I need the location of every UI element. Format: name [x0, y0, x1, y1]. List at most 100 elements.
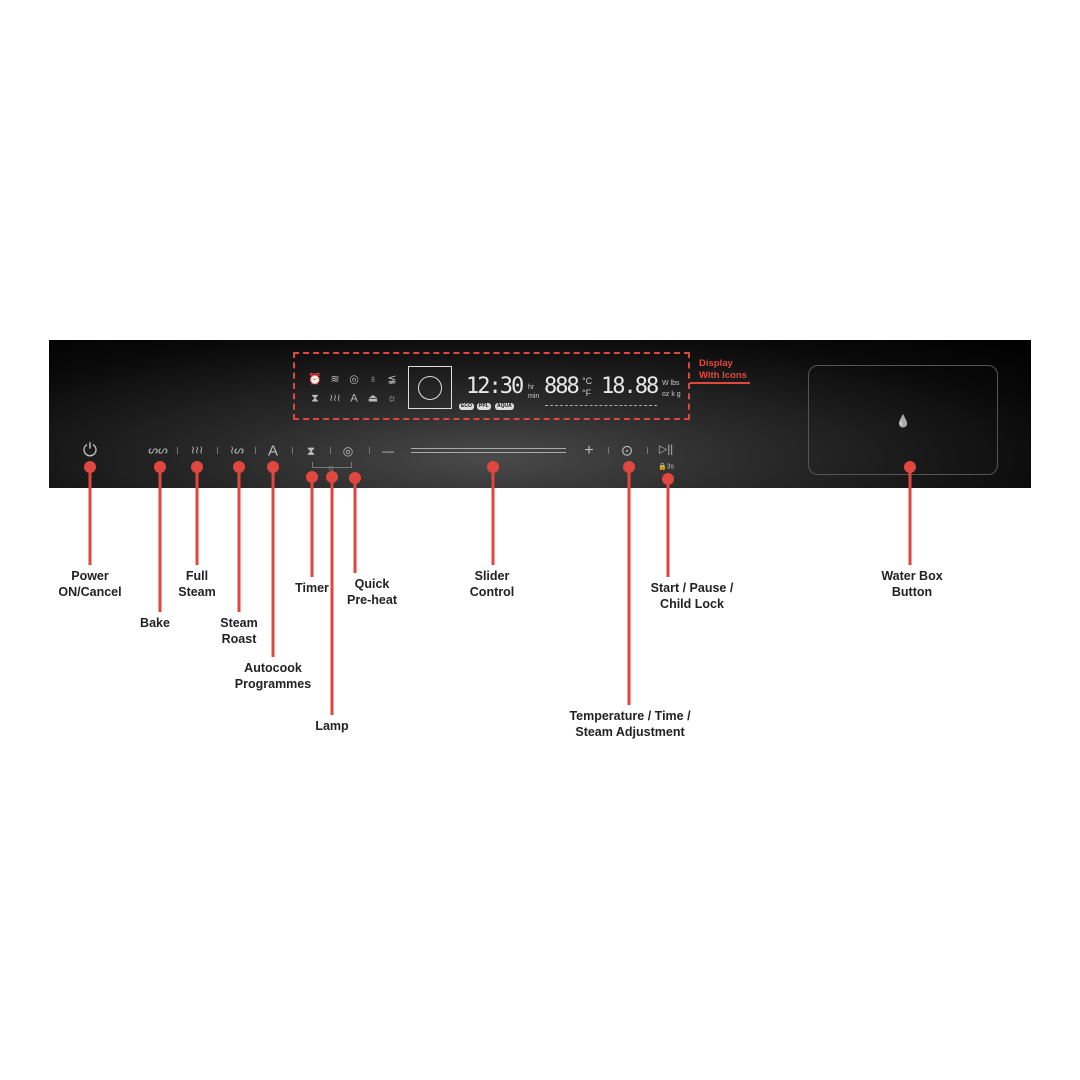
- start-pause-callout-line: [666, 479, 670, 577]
- water-box-label-line1: Water Box: [881, 569, 943, 583]
- bake-callout-dot: [154, 461, 166, 473]
- tray-icon: ⏏: [367, 392, 379, 405]
- full-steam-callout-dot: [191, 461, 203, 473]
- quick-preheat-icon[interactable]: ◎: [342, 444, 354, 458]
- start-pause-label-line1: Start / Pause /: [650, 581, 734, 595]
- drop-icon: ♁: [368, 373, 378, 386]
- timer-callout-line: [310, 477, 314, 577]
- divider: [292, 447, 293, 454]
- autocook-callout-line: [271, 467, 275, 657]
- full-steam-label-line2: Steam: [178, 585, 216, 599]
- slider-callout-line: [491, 467, 495, 565]
- temperature-readout: 888: [544, 374, 580, 399]
- steam-waves-icon: ≋: [330, 373, 340, 386]
- time-readout: 12:30: [466, 374, 524, 399]
- adjustment-label-line2: Steam Adjustment: [575, 725, 685, 739]
- aqua-badge: AQUA: [495, 403, 514, 410]
- autocook-label-line2: Programmes: [234, 677, 312, 691]
- lamp-callout-dot: [326, 471, 338, 483]
- start-pause-callout-dot: [662, 473, 674, 485]
- slider-callout-dot: [487, 461, 499, 473]
- min-unit: min: [528, 393, 540, 400]
- lamp-label: Lamp: [315, 718, 348, 734]
- display-label-line1: Display: [699, 358, 733, 369]
- timer-label-line1: Timer: [295, 581, 329, 595]
- quick-preheat-callout-line: [353, 478, 357, 573]
- quick-preheat-label-line1: Quick: [354, 577, 390, 591]
- display-area: [293, 352, 690, 420]
- weight-readout: 18.88: [601, 374, 659, 399]
- divider: [217, 447, 218, 454]
- steam-roast-icon[interactable]: ≀ᔕ: [230, 444, 244, 457]
- lamp-display-icon: ☼: [386, 392, 398, 405]
- alarm-icon: ⏰: [308, 373, 322, 386]
- full-steam-callout-line: [195, 467, 199, 565]
- divider: [608, 447, 609, 454]
- steam-roast-callout-dot: [233, 461, 245, 473]
- minus-icon[interactable]: —: [382, 444, 394, 458]
- slider-label-line1: Slider: [474, 569, 510, 583]
- timer-icon[interactable]: ⧗: [306, 444, 316, 458]
- divider: [255, 447, 256, 454]
- autocook-callout-dot: [267, 461, 279, 473]
- plus-icon[interactable]: +: [584, 442, 594, 459]
- adjustment-callout-dot: [623, 461, 635, 473]
- child-lock-icon: 🔒3s: [657, 463, 675, 471]
- timer-icon: ⧗: [311, 392, 319, 405]
- bake-label-line1: Bake: [140, 616, 170, 630]
- slider-label-line2: Control: [469, 585, 515, 599]
- autocook-icon[interactable]: A: [267, 442, 279, 460]
- adjust-icon[interactable]: ⊙: [620, 442, 634, 460]
- weight-units-top: W lbs: [662, 380, 680, 387]
- level-bar: [545, 405, 657, 406]
- preheat-icon: ◎: [349, 373, 359, 386]
- power-label-line2: ON/Cancel: [58, 585, 122, 599]
- water-box-callout-line: [908, 467, 912, 565]
- display-callout-line: [690, 382, 750, 384]
- fahrenheit-unit: °F: [582, 388, 592, 398]
- display-label-line2: With Icons: [699, 370, 747, 381]
- start-pause-icon[interactable]: ▷||: [658, 443, 674, 456]
- start-pause-label-line2: Child Lock: [660, 597, 724, 611]
- water-box-callout-dot: [904, 461, 916, 473]
- ppl-badge: PPL: [477, 403, 491, 410]
- timer-label: Timer: [295, 580, 329, 596]
- celsius-unit: °C: [582, 376, 593, 386]
- quick-preheat-label-line2: Pre-heat: [346, 593, 398, 607]
- adjustment-label-line1: Temperature / Time /: [569, 709, 691, 723]
- full-steam-label-line1: Full: [185, 569, 209, 583]
- timer-callout-dot: [306, 471, 318, 483]
- water-drop-icon: 💧: [895, 414, 911, 428]
- power-callout-dot: [84, 461, 96, 473]
- bake-callout-line: [158, 467, 162, 612]
- power-icon[interactable]: ⏻: [82, 440, 98, 460]
- adjustment-callout-line: [627, 467, 631, 705]
- water-box-label-line2: Button: [891, 585, 933, 599]
- steam-roast-label-line2: Roast: [221, 632, 257, 646]
- full-steam-icon[interactable]: ≀≀≀: [190, 444, 204, 457]
- slider-control[interactable]: [411, 448, 566, 453]
- divider: [369, 447, 370, 454]
- steam-roast-label-line1: Steam: [220, 616, 258, 630]
- display-callout-label: Display With Icons: [699, 358, 747, 382]
- water-box-button[interactable]: [808, 365, 998, 475]
- steam-roast-callout-line: [237, 467, 241, 612]
- divider: [330, 447, 331, 454]
- auto-icon: A: [350, 392, 358, 405]
- weight-units-bottom: oz k g: [662, 391, 681, 398]
- oven-fan-icon: [408, 366, 452, 409]
- adjustment-label: Temperature / Time / Steam Adjustment: [569, 708, 690, 740]
- lamp-callout-line: [330, 477, 334, 715]
- power-label-line1: Power: [71, 569, 109, 583]
- bake-label: Bake: [140, 615, 170, 631]
- divider: [177, 447, 178, 454]
- quick-preheat-callout-dot: [349, 472, 361, 484]
- descale-icon: ≨: [387, 373, 397, 386]
- bake-icon[interactable]: ᔕᔕ: [148, 444, 168, 457]
